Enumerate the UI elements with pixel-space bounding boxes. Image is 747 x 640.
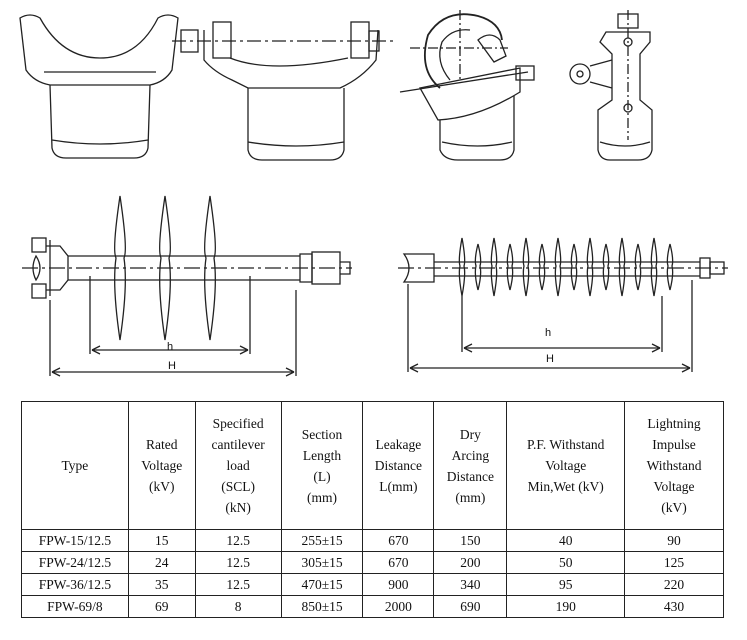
table-row: FPW-69/8 69 8 850±15 2000 690 190 430 <box>21 595 724 618</box>
dim-h-left: h <box>167 341 173 353</box>
cell-section-length: 255±15 <box>280 529 364 552</box>
table-row: FPW-24/12.5 24 12.5 305±15 670 200 50 12… <box>21 551 724 574</box>
specification-table: Type Rated Voltage (kV) Specified cantil… <box>21 401 724 618</box>
dim-h-right: h <box>545 327 551 339</box>
cell-scl: 8 <box>194 595 282 618</box>
side-clamp-drawing <box>569 10 653 161</box>
cell-lightning-impulse: 90 <box>624 529 724 552</box>
cell-dry-arcing: 200 <box>433 551 508 574</box>
insulator-short-drawing <box>22 195 352 377</box>
cell-dry-arcing: 340 <box>433 573 508 596</box>
cell-lightning-impulse: 220 <box>624 573 724 596</box>
header-rated-voltage: Rated Voltage (kV) <box>127 401 196 530</box>
cell-type: FPW-36/12.5 <box>21 573 129 596</box>
cell-leakage-distance: 2000 <box>362 595 435 618</box>
cell-type: FPW-15/12.5 <box>21 529 129 552</box>
cell-section-length: 305±15 <box>280 551 364 574</box>
cell-dry-arcing: 150 <box>433 529 508 552</box>
table-row: FPW-36/12.5 35 12.5 470±15 900 340 95 22… <box>21 573 724 596</box>
cell-dry-arcing: 690 <box>433 595 508 618</box>
header-pf-withstand-voltage: P.F. Withstand Voltage Min,Wet (kV) <box>506 401 626 530</box>
dim-H-right: H <box>546 353 554 365</box>
cell-leakage-distance: 670 <box>362 551 435 574</box>
cell-scl: 12.5 <box>194 573 282 596</box>
header-cantilever-load: Specified cantilever load (SCL) (kN) <box>194 401 282 530</box>
cell-rated-voltage: 69 <box>127 595 196 618</box>
cell-pf-withstand: 190 <box>506 595 626 618</box>
cell-type: FPW-69/8 <box>21 595 129 618</box>
cell-pf-withstand: 95 <box>506 573 626 596</box>
dim-H-left: H <box>168 360 176 372</box>
cell-scl: 12.5 <box>194 551 282 574</box>
header-leakage-distance: Leakage Distance L(mm) <box>362 401 435 530</box>
insulator-long-drawing <box>398 237 728 373</box>
cell-pf-withstand: 40 <box>506 529 626 552</box>
cell-scl: 12.5 <box>194 529 282 552</box>
header-section-length: Section Length (L) (mm) <box>280 401 364 530</box>
cell-type: FPW-24/12.5 <box>21 551 129 574</box>
cell-section-length: 850±15 <box>280 595 364 618</box>
header-lightning-impulse: Lightning Impulse Withstand Voltage (kV) <box>624 401 724 530</box>
cell-pf-withstand: 50 <box>506 551 626 574</box>
cell-rated-voltage: 24 <box>127 551 196 574</box>
technical-drawings: h H h H <box>19 10 728 377</box>
saddle-top-drawing <box>19 14 179 159</box>
cell-rated-voltage: 15 <box>127 529 196 552</box>
cell-section-length: 470±15 <box>280 573 364 596</box>
table-header-row: Type Rated Voltage (kV) Specified cantil… <box>21 401 724 530</box>
clevis-top-drawing <box>172 21 395 161</box>
table-row: FPW-15/12.5 15 12.5 255±15 670 150 40 90 <box>21 529 724 552</box>
hook-clamp-drawing <box>399 10 535 161</box>
cell-leakage-distance: 670 <box>362 529 435 552</box>
cell-leakage-distance: 900 <box>362 573 435 596</box>
header-type: Type <box>21 401 129 530</box>
cell-rated-voltage: 35 <box>127 573 196 596</box>
cell-lightning-impulse: 125 <box>624 551 724 574</box>
header-dry-arcing-distance: Dry Arcing Distance (mm) <box>433 401 508 530</box>
cell-lightning-impulse: 430 <box>624 595 724 618</box>
